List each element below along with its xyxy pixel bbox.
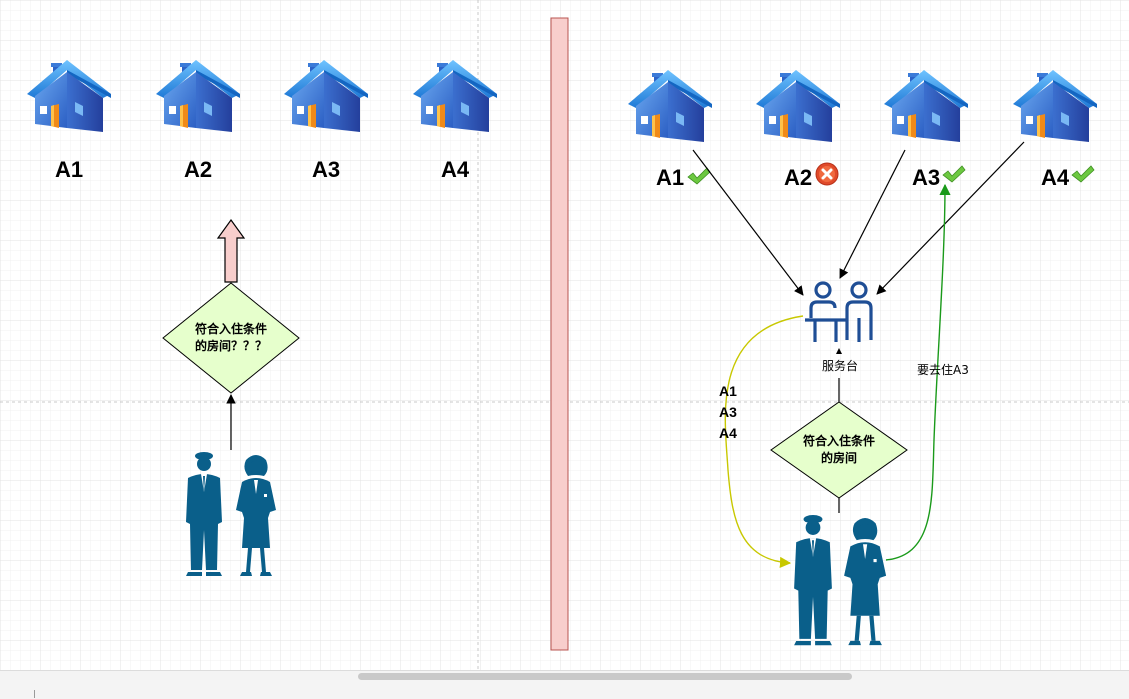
diagram-canvas[interactable]: A1 A2 A3 A4 符合入住条件 的房间？？？ A1: [0, 0, 1129, 670]
service-desk-label: 服务台: [822, 358, 858, 373]
decision-diamond-left[interactable]: [162, 282, 300, 394]
service-desk-icon[interactable]: [805, 281, 873, 342]
right-houses[interactable]: A1 A2 A3 A4: [628, 70, 1097, 190]
house-label-a3: A3: [912, 165, 940, 190]
house-label-a4: A4: [1041, 165, 1070, 190]
connector-people-to-a3-green[interactable]: [885, 183, 951, 561]
house-label-a4: A4: [441, 157, 470, 182]
available-room-a1: A1: [719, 383, 737, 399]
house-label-a3: A3: [312, 157, 340, 182]
horizontal-scrollbar-thumb[interactable]: [358, 673, 852, 680]
left-houses[interactable]: A1 A2 A3 A4: [27, 60, 497, 182]
connector-desk-to-people-yellow[interactable]: [724, 315, 804, 568]
decision-text-line2: 的房间？？？: [195, 338, 267, 353]
house-label-a1: A1: [656, 165, 684, 190]
panel-divider[interactable]: [550, 17, 569, 651]
house-label-a2: A2: [184, 157, 212, 182]
cross-icon: [815, 162, 839, 186]
connector-a3-to-desk[interactable]: [839, 149, 906, 279]
house-label-a2: A2: [784, 165, 812, 190]
up-arrow-icon[interactable]: [216, 218, 246, 283]
house-label-a1: A1: [55, 157, 83, 182]
status-bar-separator: [34, 690, 35, 698]
decision-text-line1: 符合入住条件: [803, 433, 875, 448]
connector-a1-to-desk[interactable]: [692, 149, 804, 296]
decision-text-line1: 符合入住条件: [195, 321, 267, 336]
available-room-a4: A4: [719, 425, 737, 441]
decision-text-line2: 的房间: [821, 450, 857, 465]
available-room-a3: A3: [719, 404, 737, 420]
connector-a4-to-desk[interactable]: [876, 141, 1025, 295]
arrowhead: [836, 348, 842, 354]
go-to-a3-label: 要去住A3: [917, 363, 969, 377]
